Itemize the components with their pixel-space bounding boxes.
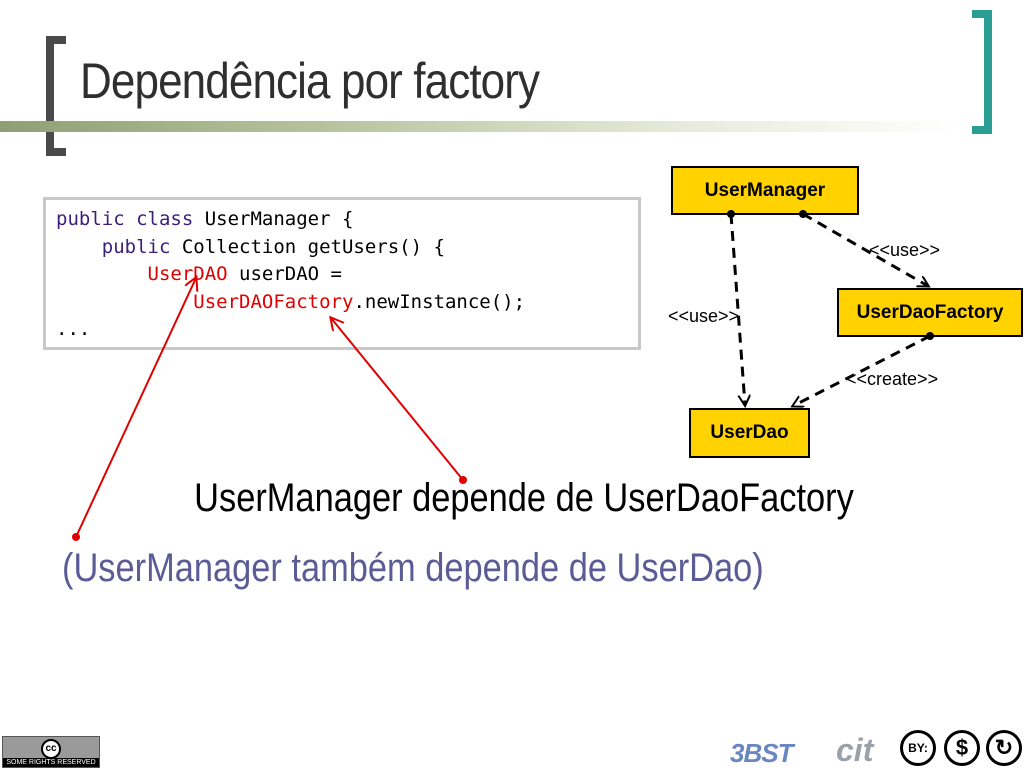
secondary-statement: (UserManager também depende de UserDao)	[62, 546, 764, 590]
cit-logo: cit	[836, 732, 874, 768]
left-bracket-decoration	[46, 36, 66, 156]
pointer-arrow-to-userdaofactory	[331, 318, 467, 484]
creative-commons-icon: cc	[41, 739, 61, 759]
noncommercial-icon: $	[944, 730, 980, 766]
pointer-arrow-to-userdao	[72, 278, 196, 541]
code-line: ...	[56, 316, 628, 344]
right-bracket-decoration	[972, 10, 992, 134]
share-alike-icon: ↻	[986, 730, 1022, 766]
slide-title: Dependência por factory	[80, 53, 540, 109]
code-highlight: UserDAO	[147, 263, 228, 285]
dependency-manager-to-dao	[727, 210, 745, 405]
code-keyword: public	[101, 235, 171, 258]
label-manager-uses-dao: <<use>>	[668, 306, 740, 326]
label-factory-creates-dao: <<create>>	[846, 369, 939, 389]
attribution-icon: BY:	[900, 730, 936, 766]
code-token: UserManager {	[193, 208, 354, 230]
code-line: UserDAOFactory.newInstance();	[56, 289, 628, 317]
cc-license-badge[interactable]: cc SOME RIGHTS RESERVED	[2, 736, 100, 768]
class-box-user-dao: UserDao	[689, 408, 810, 458]
code-block: public class UserManager { public Collec…	[43, 197, 641, 350]
cc-badge-label: SOME RIGHTS RESERVED	[3, 758, 99, 767]
code-highlight: UserDAOFactory	[193, 290, 354, 313]
main-statement: UserManager depende de UserDaoFactory	[194, 476, 854, 520]
code-keyword: public class	[56, 208, 194, 230]
code-token: ...	[56, 318, 91, 340]
dependency-factory-to-dao	[793, 332, 934, 406]
code-line: public Collection getUsers() {	[56, 234, 628, 262]
title-underline-bar	[0, 121, 960, 132]
label-manager-uses-factory: <<use>>	[869, 240, 941, 260]
code-line: UserDAO userDAO =	[56, 261, 628, 289]
class-box-user-manager: UserManager	[671, 166, 859, 215]
dependency-manager-to-factory	[799, 210, 928, 286]
3bst-logo: 3BST	[730, 738, 793, 768]
code-token: .newInstance();	[353, 290, 526, 313]
code-token: userDAO =	[227, 263, 342, 285]
code-token: Collection getUsers() {	[170, 235, 445, 258]
code-line: public class UserManager {	[56, 206, 628, 234]
